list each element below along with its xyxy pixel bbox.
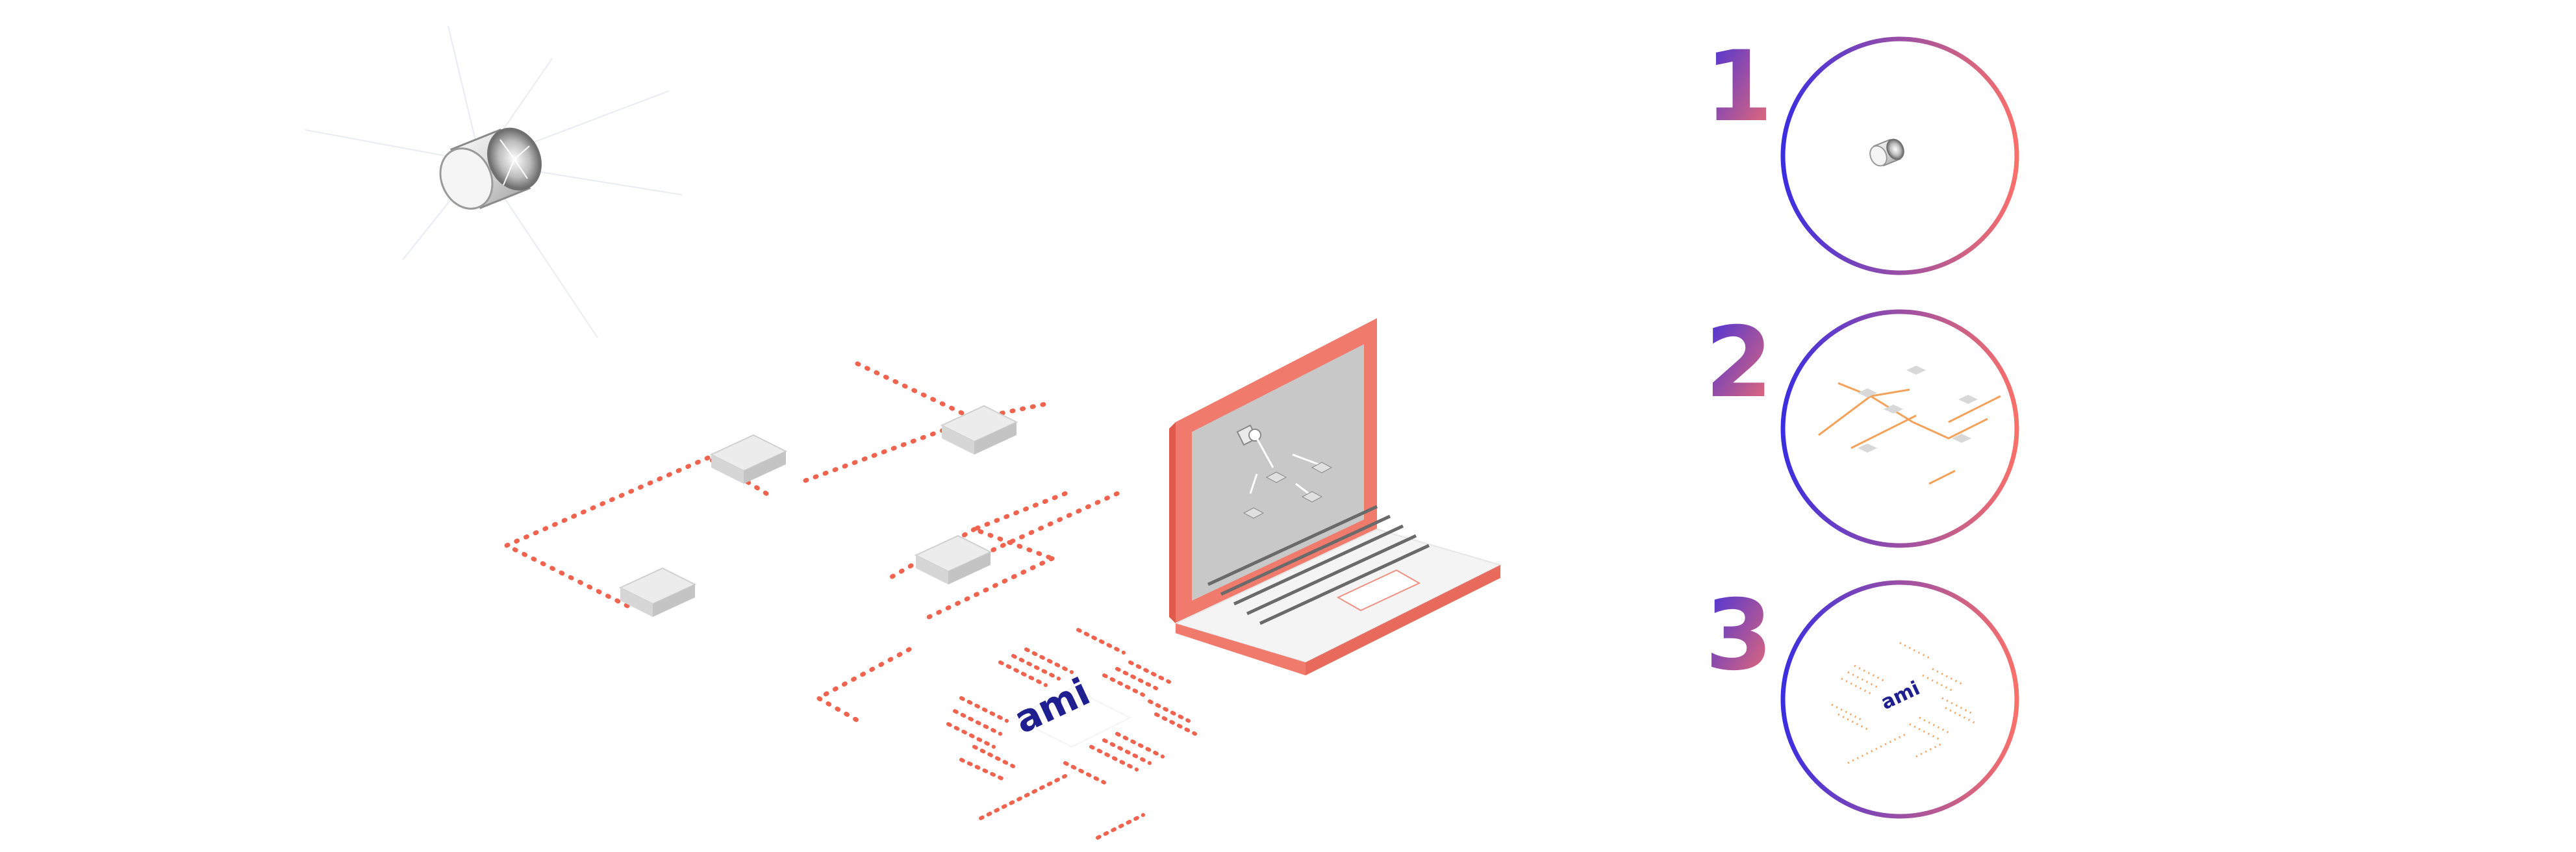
screen-diagram xyxy=(1236,424,1333,519)
camera-icon xyxy=(1869,138,1904,167)
chip-body xyxy=(1011,687,1132,748)
step-circle xyxy=(1780,580,2019,819)
network-box xyxy=(940,405,1018,455)
laptop-icon xyxy=(1169,318,1502,675)
network-diagram-icon xyxy=(1818,366,2001,485)
camera-icon xyxy=(305,25,683,338)
laptop-base-edge xyxy=(1176,623,1306,675)
step-circle xyxy=(1780,309,2019,548)
laptop-keys xyxy=(1207,505,1430,625)
step-1: 1 xyxy=(1705,31,2019,275)
step-2: 2 xyxy=(1705,307,2019,548)
network-dotted-connections xyxy=(501,361,1120,727)
step-number: 3 xyxy=(1705,579,1773,692)
step-number: 2 xyxy=(1705,307,1773,420)
network-box xyxy=(914,534,992,584)
step-number: 1 xyxy=(1705,31,1773,144)
network-box xyxy=(618,567,697,617)
chip-pins xyxy=(946,628,1197,840)
camera-body xyxy=(439,127,542,210)
laptop-trackpad xyxy=(1336,569,1421,612)
network-box xyxy=(709,434,788,484)
laptop-screen xyxy=(1192,344,1364,601)
step-3: 3 ami xyxy=(1705,579,2019,819)
